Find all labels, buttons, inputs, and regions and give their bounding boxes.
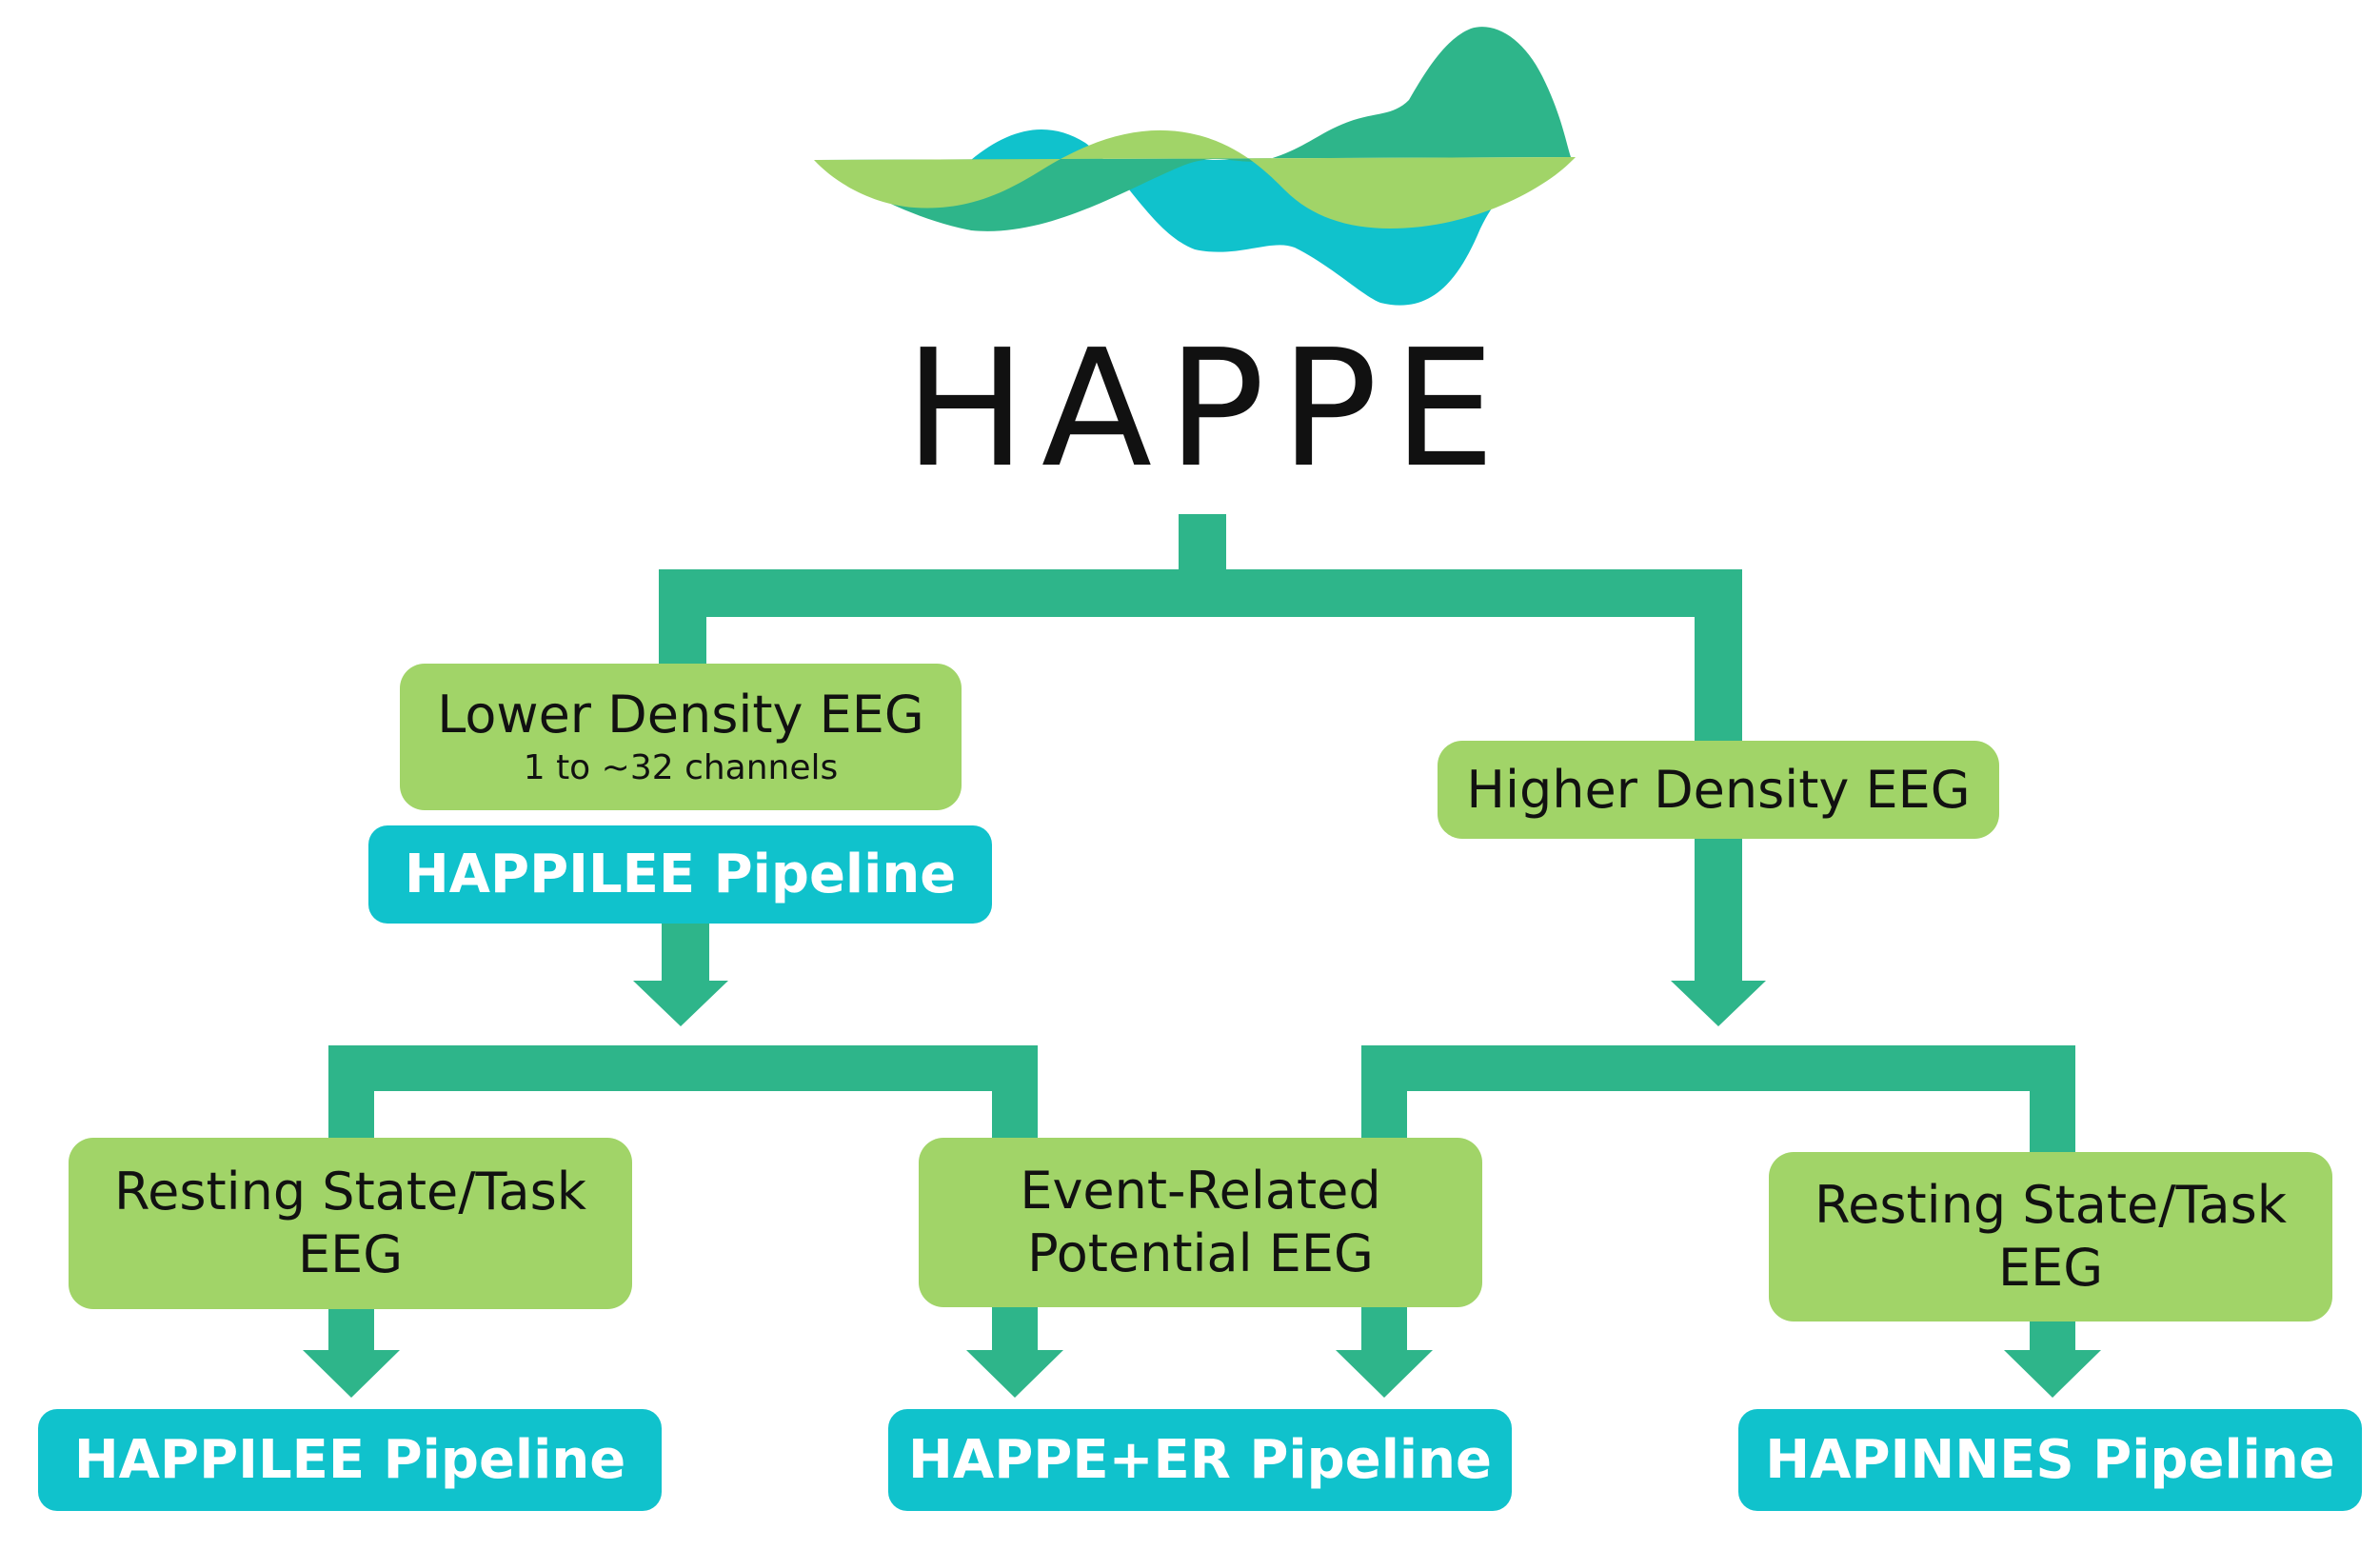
low-resting-box: Resting State/Task EEG (69, 1138, 632, 1309)
erp-pipeline-label: HAPPE+ER Pipeline (908, 1429, 1492, 1491)
arrow-low-resting-stem (328, 1304, 374, 1350)
right-arrow-head (1671, 981, 1766, 1026)
right-sub-bar (1361, 1045, 2075, 1091)
lower-density-title: Lower Density EEG (437, 684, 924, 745)
lower-density-box: Lower Density EEG 1 to ~32 channels (400, 664, 962, 810)
arrow-erp-b-stem (1361, 1304, 1407, 1350)
lower-density-pipeline-box: HAPPILEE Pipeline (368, 825, 992, 924)
page-title: HAPPE (904, 315, 1511, 504)
high-resting-pipeline-box: HAPINNES Pipeline (1738, 1409, 2362, 1511)
left-arrow-stem (662, 924, 709, 981)
logo-light-green-wave (814, 129, 1576, 229)
higher-density-title: Higher Density EEG (1466, 759, 1971, 820)
lower-density-pipeline-label: HAPPILEE Pipeline (404, 844, 957, 905)
erp-line1: Event-Related (1020, 1161, 1381, 1222)
arrow-erp-b-head (1336, 1350, 1433, 1398)
connector-lines (303, 514, 2101, 1398)
left-sub-bar (328, 1045, 1038, 1091)
arrow-erp-a-stem (992, 1304, 1038, 1350)
arrow-erp-a-head (966, 1350, 1063, 1398)
arrow-high-resting-stem (2030, 1319, 2075, 1355)
left-sub-drop-b (992, 1045, 1038, 1141)
high-resting-box: Resting State/Task EEG (1769, 1152, 2332, 1321)
top-branch-bar (659, 569, 1742, 617)
high-resting-line2: EEG (1997, 1238, 2104, 1298)
arrow-low-resting-head (303, 1350, 400, 1398)
eeg-wave-logo-icon (814, 27, 1576, 306)
low-resting-pipeline-label: HAPPILEE Pipeline (73, 1429, 626, 1491)
erp-pipeline-box: HAPPE+ER Pipeline (888, 1409, 1512, 1511)
lower-density-subtitle: 1 to ~32 channels (523, 747, 839, 787)
low-resting-line2: EEG (297, 1224, 404, 1284)
erp-box: Event-Related Potential EEG (919, 1138, 1482, 1307)
right-sub-drop-a (1361, 1045, 1407, 1141)
arrow-high-resting-head (2004, 1350, 2101, 1398)
left-arrow-head (633, 981, 728, 1026)
left-drop (659, 569, 706, 674)
right-drop (1695, 569, 1742, 750)
high-resting-line1: Resting State/Task (1815, 1175, 2287, 1236)
higher-density-box: Higher Density EEG (1438, 741, 1999, 839)
low-resting-line1: Resting State/Task (114, 1162, 586, 1222)
low-resting-pipeline-box: HAPPILEE Pipeline (38, 1409, 662, 1511)
erp-line2: Potential EEG (1027, 1223, 1374, 1283)
right-sub-drop-b (2030, 1045, 2075, 1152)
high-resting-pipeline-label: HAPINNES Pipeline (1765, 1429, 2335, 1491)
right-arrow-stem (1695, 838, 1742, 981)
left-sub-drop-a (328, 1045, 374, 1141)
